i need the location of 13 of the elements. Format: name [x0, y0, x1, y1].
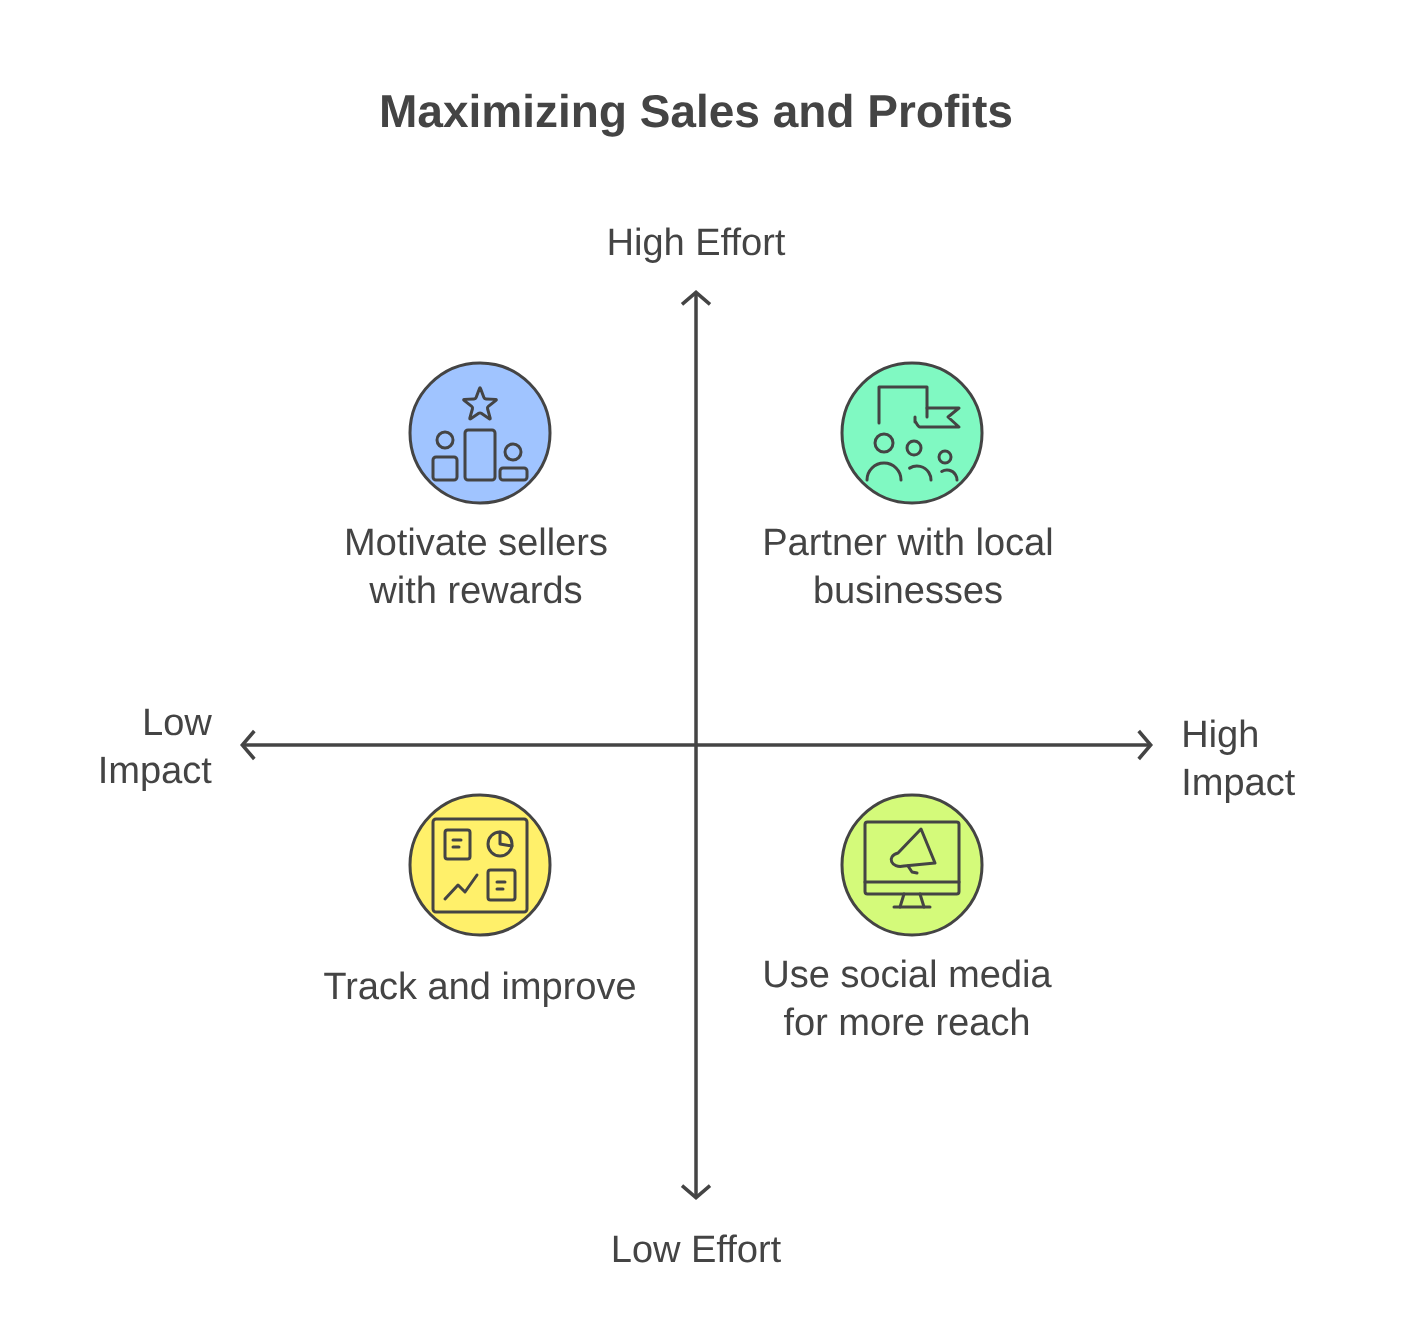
axis-label: High Effort — [609, 227, 786, 263]
title: Maximizing Sales and Profits — [382, 93, 1012, 137]
node-label: Motivate sellers with rewards — [347, 527, 607, 604]
axis-label: Low Effort — [613, 1234, 781, 1263]
node-label: Use social media for more reach — [765, 959, 1052, 1036]
axis-label: Low Impact — [101, 708, 212, 791]
icon-circle — [408, 361, 552, 505]
node-label: Partner with local businesses — [765, 527, 1052, 604]
icon-circle — [408, 793, 552, 937]
icon-circle — [840, 361, 984, 505]
axis-label: High Impact — [1184, 719, 1295, 803]
icon-circle — [840, 793, 984, 937]
node-label: Track and improve — [324, 971, 635, 1007]
